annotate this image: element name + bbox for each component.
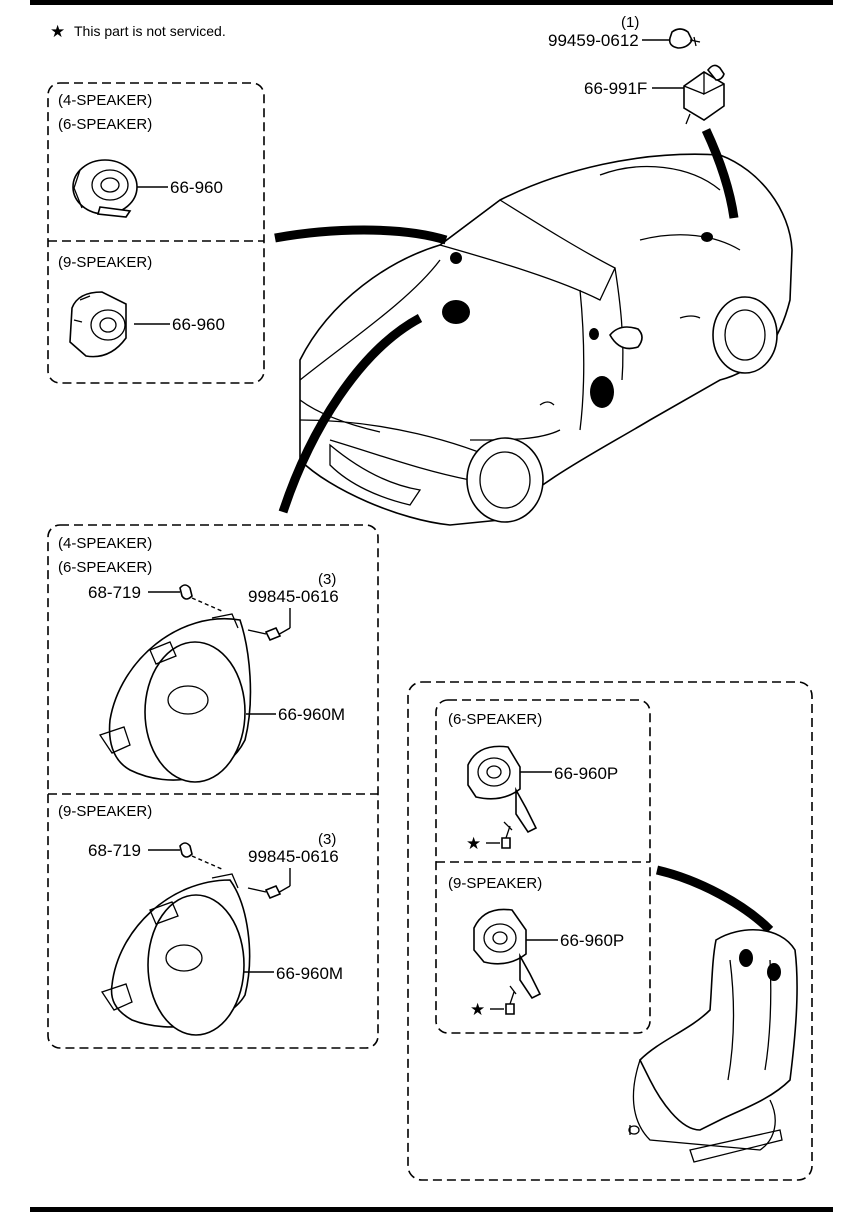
- headrest-speaker-part-number-a: 66-960P: [554, 764, 618, 783]
- bolt-part-number: 99459-0612: [548, 31, 639, 50]
- tweeter-variant-9-speaker: (9-SPEAKER): [58, 254, 152, 271]
- screw-icon-seat-c: [505, 991, 515, 1015]
- door-speaker-part-number-c: 66-960M: [276, 964, 343, 983]
- tweeter-part-number-a: 66-960: [170, 178, 223, 197]
- bolt-icon: [668, 28, 701, 49]
- screw-part-number-c: 99845-0616: [248, 847, 339, 866]
- note-star-icon: ★: [50, 22, 65, 41]
- clip-icon-a: [179, 584, 193, 600]
- seat-speaker-box: [407, 681, 813, 1181]
- amplifier-module-icon: [683, 64, 725, 125]
- headrest-speaker-icon-a: [467, 745, 538, 834]
- top-border-rule: [30, 0, 833, 5]
- tweeter-variant-4-speaker: (4-SPEAKER): [58, 92, 152, 109]
- headrest-speaker-icon-c: [473, 908, 542, 1000]
- clip-part-number-a: 68-719: [88, 583, 141, 602]
- tweeter-speaker-9-icon: [69, 291, 127, 358]
- not-serviced-star-a: ★: [466, 834, 481, 853]
- clip-part-number-c: 68-719: [88, 841, 141, 860]
- screw-part-number-a: 99845-0616: [248, 587, 339, 606]
- module-part-number: 66-991F: [584, 79, 647, 98]
- tweeter-speaker-icon: [72, 159, 138, 218]
- screw-icon-c: [247, 884, 282, 900]
- door-variant-4-speaker: (4-SPEAKER): [58, 535, 152, 552]
- tweeter-part-number-c: 66-960: [172, 315, 225, 334]
- tweeter-variant-6-speaker: (6-SPEAKER): [58, 116, 152, 133]
- clip-icon-c: [179, 842, 193, 858]
- note-text: This part is not serviced.: [74, 23, 226, 39]
- door-speaker-icon-a: [98, 613, 252, 783]
- door-speaker-icon-c: [100, 873, 251, 1036]
- screw-icon-seat-a: [501, 825, 511, 849]
- door-speaker-box: [47, 524, 379, 1049]
- screw-quantity-a: (3): [318, 571, 336, 588]
- vehicle-illustration: [299, 153, 793, 526]
- door-speaker-part-number-a: 66-960M: [278, 705, 345, 724]
- bolt-quantity: (1): [621, 14, 639, 31]
- seat-illustration: [628, 929, 798, 1163]
- headrest-speaker-part-number-c: 66-960P: [560, 931, 624, 950]
- seat-speaker-inner-box: [435, 699, 651, 1034]
- door-variant-9-speaker: (9-SPEAKER): [58, 803, 152, 820]
- screw-quantity-c: (3): [318, 831, 336, 848]
- screw-icon-a: [247, 626, 282, 642]
- bottom-border-rule: [30, 1207, 833, 1212]
- door-variant-6-speaker: (6-SPEAKER): [58, 559, 152, 576]
- tweeter-box: [47, 82, 265, 384]
- seat-variant-6-speaker: (6-SPEAKER): [448, 711, 542, 728]
- not-serviced-star-c: ★: [470, 1000, 485, 1019]
- seat-variant-9-speaker: (9-SPEAKER): [448, 875, 542, 892]
